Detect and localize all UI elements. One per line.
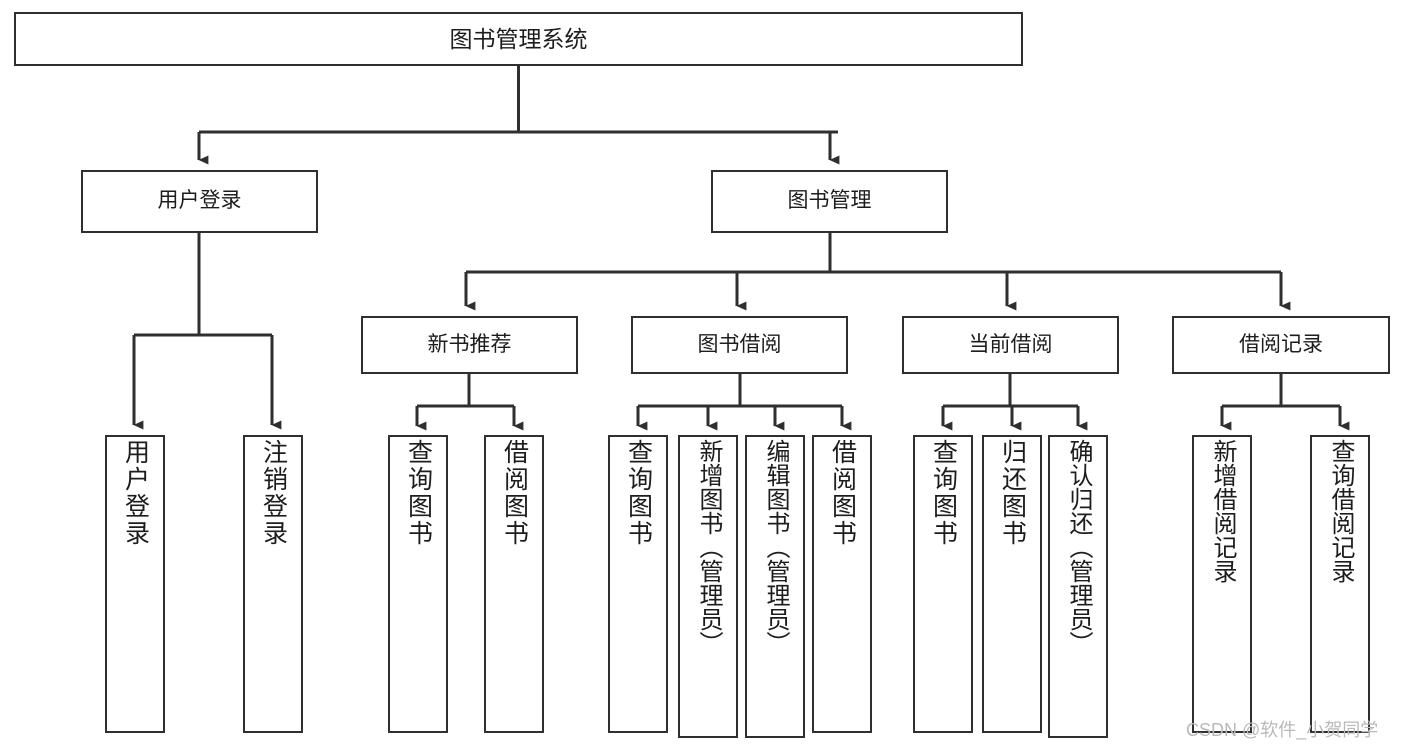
node-book-manage[interactable]: 图书管理 (711, 170, 948, 233)
node-user-login-label: 用户登录 (157, 189, 242, 213)
node-book-borrow[interactable]: 图书借阅 (631, 316, 848, 374)
node-leaf-return-book-label: 归还图书 (998, 439, 1027, 547)
csdn-watermark: CSDN @软件_小贺同学 (1186, 720, 1379, 740)
node-leaf-edit-book[interactable]: 编辑图书（管理员） (745, 435, 805, 738)
node-book-manage-label: 图书管理 (787, 189, 872, 213)
node-leaf-user-login[interactable]: 用户登录 (105, 435, 165, 733)
node-leaf-query-record[interactable]: 查询借阅记录 (1310, 435, 1370, 733)
node-leaf-add-record-label: 新增借阅记录 (1209, 439, 1236, 583)
node-leaf-add-book-label: 新增图书（管理员） (695, 439, 722, 655)
node-leaf-add-record[interactable]: 新增借阅记录 (1192, 435, 1252, 733)
node-leaf-logout[interactable]: 注销登录 (243, 435, 303, 733)
node-leaf-query-book-3-label: 查询图书 (929, 439, 958, 547)
node-user-login[interactable]: 用户登录 (81, 170, 318, 233)
node-leaf-query-book-2[interactable]: 查询图书 (608, 435, 668, 733)
node-new-book-rec-label: 新书推荐 (427, 332, 512, 356)
node-new-book-rec[interactable]: 新书推荐 (361, 316, 578, 374)
node-leaf-return-book[interactable]: 归还图书 (982, 435, 1042, 733)
node-leaf-query-book-1-label: 查询图书 (404, 439, 433, 547)
node-leaf-query-book-3[interactable]: 查询图书 (913, 435, 973, 733)
node-leaf-logout-label: 注销登录 (259, 439, 288, 547)
node-borrow-record[interactable]: 借阅记录 (1172, 316, 1390, 374)
node-leaf-query-book-1[interactable]: 查询图书 (388, 435, 448, 733)
node-book-borrow-label: 图书借阅 (697, 332, 782, 356)
node-leaf-borrow-book-2-label: 借阅图书 (828, 439, 857, 547)
node-leaf-confirm-return-label: 确认归还（管理员） (1065, 439, 1092, 655)
node-leaf-query-record-label: 查询借阅记录 (1327, 439, 1354, 583)
node-leaf-query-book-2-label: 查询图书 (624, 439, 653, 547)
node-leaf-borrow-book-1[interactable]: 借阅图书 (484, 435, 544, 733)
node-root-label: 图书管理系统 (449, 25, 588, 52)
node-leaf-user-login-label: 用户登录 (121, 439, 150, 547)
node-borrow-record-label: 借阅记录 (1239, 332, 1323, 356)
node-leaf-confirm-return[interactable]: 确认归还（管理员） (1048, 435, 1108, 738)
node-root[interactable]: 图书管理系统 (14, 12, 1023, 66)
node-current-borrow[interactable]: 当前借阅 (902, 316, 1119, 374)
node-leaf-borrow-book-2[interactable]: 借阅图书 (812, 435, 872, 733)
node-leaf-borrow-book-1-label: 借阅图书 (500, 439, 529, 547)
node-leaf-add-book[interactable]: 新增图书（管理员） (678, 435, 738, 738)
node-current-borrow-label: 当前借阅 (968, 332, 1053, 356)
node-leaf-edit-book-label: 编辑图书（管理员） (762, 439, 789, 655)
